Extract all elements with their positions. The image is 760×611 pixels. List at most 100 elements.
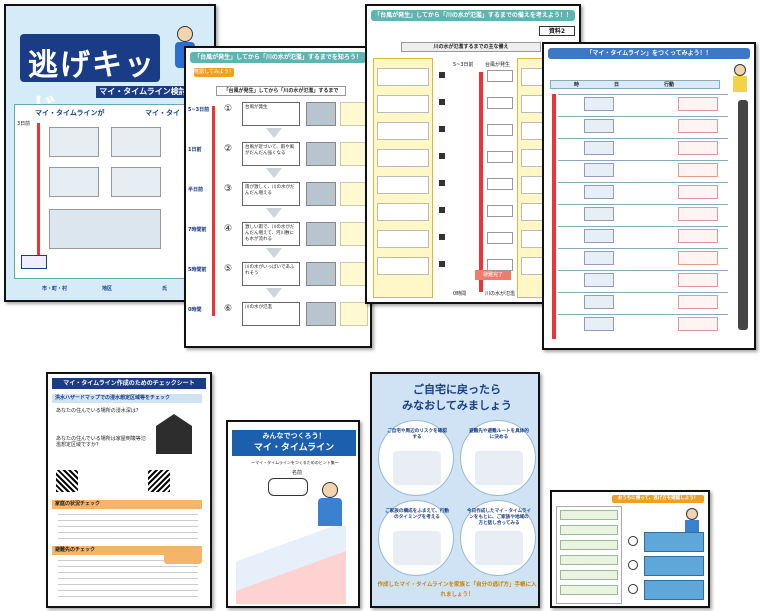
photo [306,302,336,326]
review-footer: 作成したマイ・タイムラインを家族と「自分の逃げ方」手帳に入れましょう！ [377,582,537,598]
nigekit-cover: 逃げキッド マイ・タイムライン検討ツール マイ・タイムラインが マイ・タイ 3日… [4,4,216,302]
down-arrow [266,288,282,298]
check-line [58,584,198,585]
caption-box: 「台風が発生」してから「川の水が氾濫」するまで [216,86,346,96]
nigekit-inner-panel: マイ・タイムラインが マイ・タイ 3日前 [14,104,210,279]
mytimeline-sheet: 「マイ・タイムライン」をつくってみよう！！ 時日行動 [542,42,756,350]
event-box: 台風が近づいて、雨や風がだんだん強くなる [242,142,300,166]
note-box [340,142,368,166]
minnade-sheet: みんなでつくろう！ マイ・タイムライン ～マイ・タイムラインをつくるためのヒント… [226,420,360,608]
prep-box [487,151,513,163]
time-label: 5~3日前 [188,107,210,113]
mytl-cell [678,317,718,331]
illustration [49,209,161,249]
wrap-flood-photo [644,532,704,552]
typhoon-sheet: 「台風が発生」してから「川の水が氾濫」するまでを知ろう！ 確認してみよう！ 「台… [184,46,372,348]
prep-box [487,205,513,217]
mytimeline-arrow [552,94,556,339]
prep-left-item [377,257,429,275]
prep-box [487,70,513,82]
prep-left-item [377,230,429,248]
prep-header: 「台風が発生」してから「川の水が氾濫」するまでの備えを考えよう！！ [371,10,575,21]
time-label: 7時間前 [188,227,207,233]
prep-left-item [377,203,429,221]
prep-bottom-time: 0時間 [453,291,467,297]
note-box [340,262,368,286]
wrap-figure [682,508,704,532]
note-box [340,102,368,126]
prep-slot [439,207,445,213]
event-box: 激しい雨で、川の水がだんだん増えて、河川敷にも水が流れる [242,222,300,246]
minnade-subtitle: ～マイ・タイムラインをつくるためのヒント集～ [251,460,339,465]
mytl-cell [678,119,718,133]
time-label: 半日前 [188,187,204,193]
mytimeline-header: 「マイ・タイムライン」をつくってみよう！！ [548,48,750,59]
prep-box [487,259,513,271]
event-box: 川の水が氾濫 [242,302,300,326]
check-line [58,590,198,591]
timeline-line [37,123,40,263]
illustration [49,127,99,157]
step-number: ③ [224,184,233,194]
speech-bubble [268,478,308,496]
wrap-header: おうちに帰って、逃げ方を確認しよう！ [612,495,704,503]
check-line [58,572,198,573]
mytl-cell [584,207,614,221]
evacuation-done: 避難完了 [475,270,511,280]
tip-circle: ご自宅や周辺のリスクを確認する [378,420,454,496]
illustration [111,127,161,157]
step-number: ⑤ [224,264,233,274]
mytl-cell [678,273,718,287]
wrap-sheet: おうちに帰って、逃げ方を確認しよう！ [550,490,710,608]
mytimeline-col-header [550,80,720,89]
mytl-row [558,248,728,249]
mytl-row [558,226,728,227]
prep-left-item [377,68,429,86]
down-arrow [266,248,282,258]
mytl-row [558,314,728,315]
mytimeline-right-bar [738,100,748,330]
prep-box [487,97,513,109]
mytl-cell [584,185,614,199]
check-line [58,566,198,567]
prep-box [487,124,513,136]
footer-city: 市・町・村 [42,286,68,292]
mytl-row [558,138,728,139]
house-icon [156,414,192,454]
section1-bar: 洪水ハザードマップでの浸水想定区域等をチェック [52,394,202,403]
step-number: ⑥ [224,304,233,314]
prep-bottom-event: 川の水が氾濫 [485,291,516,297]
q2: あなたの住んでいる場所は家屋倒壊等氾濫想定区域ですか？ [56,436,146,449]
photo [306,182,336,206]
prep-slot [439,234,445,240]
mytl-cell [584,119,614,133]
wrap-check [628,560,638,570]
review-title: ご自宅に戻ったら みなおしてみましょう [402,383,512,412]
photo [306,102,336,126]
wrap-list-row [560,585,618,595]
event-box: 川の水がいっぱいであふれそう [242,262,300,286]
wrap-list-row [560,540,618,550]
prep-left-item [377,95,429,113]
checklist-header: マイ・タイムライン作成のためのチェックシート [52,378,206,389]
time-label: 5時間前 [188,267,207,273]
down-arrow [266,208,282,218]
prep-box [487,178,513,190]
checklist-sheet: マイ・タイムライン作成のためのチェックシート 洪水ハザードマップでの浸水想定区域… [46,372,212,608]
illustration [111,167,161,197]
mytl-cell [584,251,614,265]
col-label: 日 [614,82,620,88]
timeline-label-right: マイ・タイ [145,109,180,117]
check-line [58,526,198,527]
tip-text: 避難先や避難ルートを具体的に決める [469,429,529,440]
tip-circle: 今日作成したマイ・タイムラインをもとに、ご家族や地域の方と話し合ってみる [460,500,536,576]
photo [306,222,336,246]
prep-subheader: 川の水が氾濫するまでの主な備え [401,42,541,52]
day-label: 3日前 [17,121,31,127]
down-arrow [266,128,282,138]
tip-illustration [393,451,441,485]
col-label: 行動 [664,82,675,88]
wrap-list-row [560,525,618,535]
mytl-cell [584,229,614,243]
tip-text: ご自宅や周辺のリスクを確認する [387,429,447,440]
